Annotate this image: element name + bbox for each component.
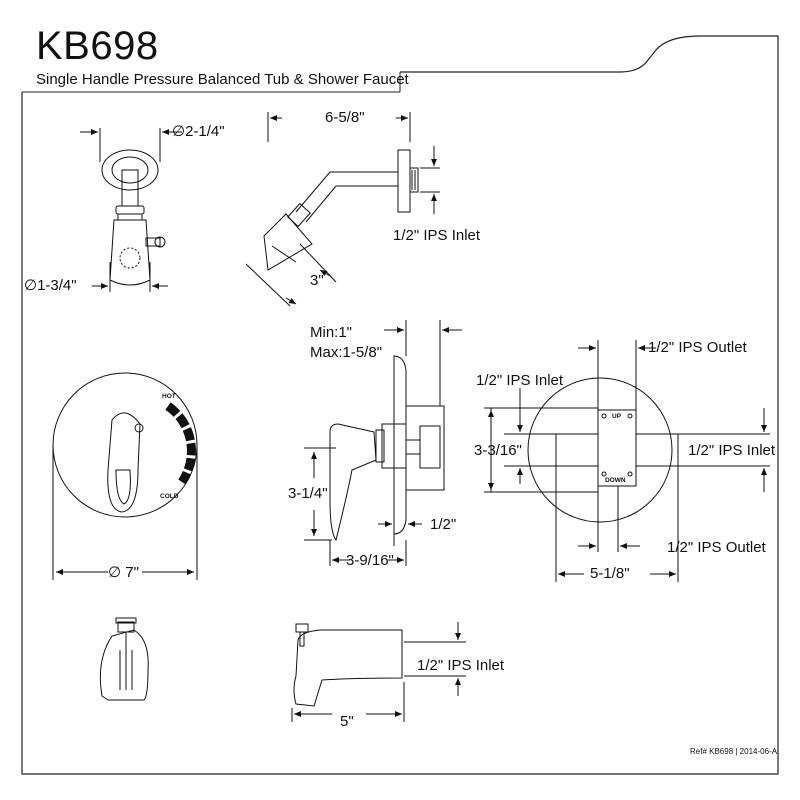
shower-arm-drop-label: 3" (310, 272, 324, 289)
wall-min-label: Min:1" (310, 324, 353, 341)
valve-side-view (304, 320, 462, 566)
shower-head-diameter-label: ∅1-3/4" (24, 277, 77, 294)
shower-flange-diameter-label: ∅2-1/4" (172, 123, 225, 140)
valve-trim-front-view (53, 373, 197, 580)
hot-marking: HOT (162, 393, 176, 400)
shower-arm-inlet-label: 1/2" IPS Inlet (393, 227, 481, 244)
tub-spout-inlet-label: 1/2" IPS Inlet (417, 657, 505, 674)
tub-spout-side-view (292, 622, 466, 722)
shower-arm-side-view (246, 112, 440, 306)
handle-depth-label: 3-9/16" (346, 552, 394, 569)
body-width-label: 5-1/8" (590, 565, 630, 582)
up-marking: UP (612, 413, 622, 420)
right-inlet-label: 1/2" IPS Inlet (688, 442, 776, 459)
cold-marking: COLD (160, 493, 179, 500)
tub-spout-length-label: 5" (340, 713, 354, 730)
shower-head-front-view (80, 128, 182, 292)
model-number: KB698 (36, 24, 159, 68)
tub-spout-front-view (100, 618, 148, 700)
bottom-outlet-label: 1/2" IPS Outlet (667, 539, 766, 556)
title-border (22, 36, 778, 774)
valve-body-rear-view (484, 340, 770, 582)
top-outlet-label: 1/2" IPS Outlet (648, 339, 747, 356)
reference-code: Ref# KB698 | 2014-06-A (690, 747, 778, 756)
left-inlet-label: 1/2" IPS Inlet (476, 372, 564, 389)
shower-arm-length-label: 6-5/8" (325, 109, 365, 126)
handle-height-label: 3-1/4" (288, 485, 328, 502)
wall-max-label: Max:1-5/8" (310, 344, 383, 361)
body-offset-label: 1/2" (430, 516, 457, 533)
down-marking: DOWN (605, 477, 626, 484)
body-height-label: 3-3/16" (474, 442, 522, 459)
plate-diameter-label: ∅ 7" (108, 564, 139, 581)
product-subtitle: Single Handle Pressure Balanced Tub & Sh… (36, 71, 409, 88)
